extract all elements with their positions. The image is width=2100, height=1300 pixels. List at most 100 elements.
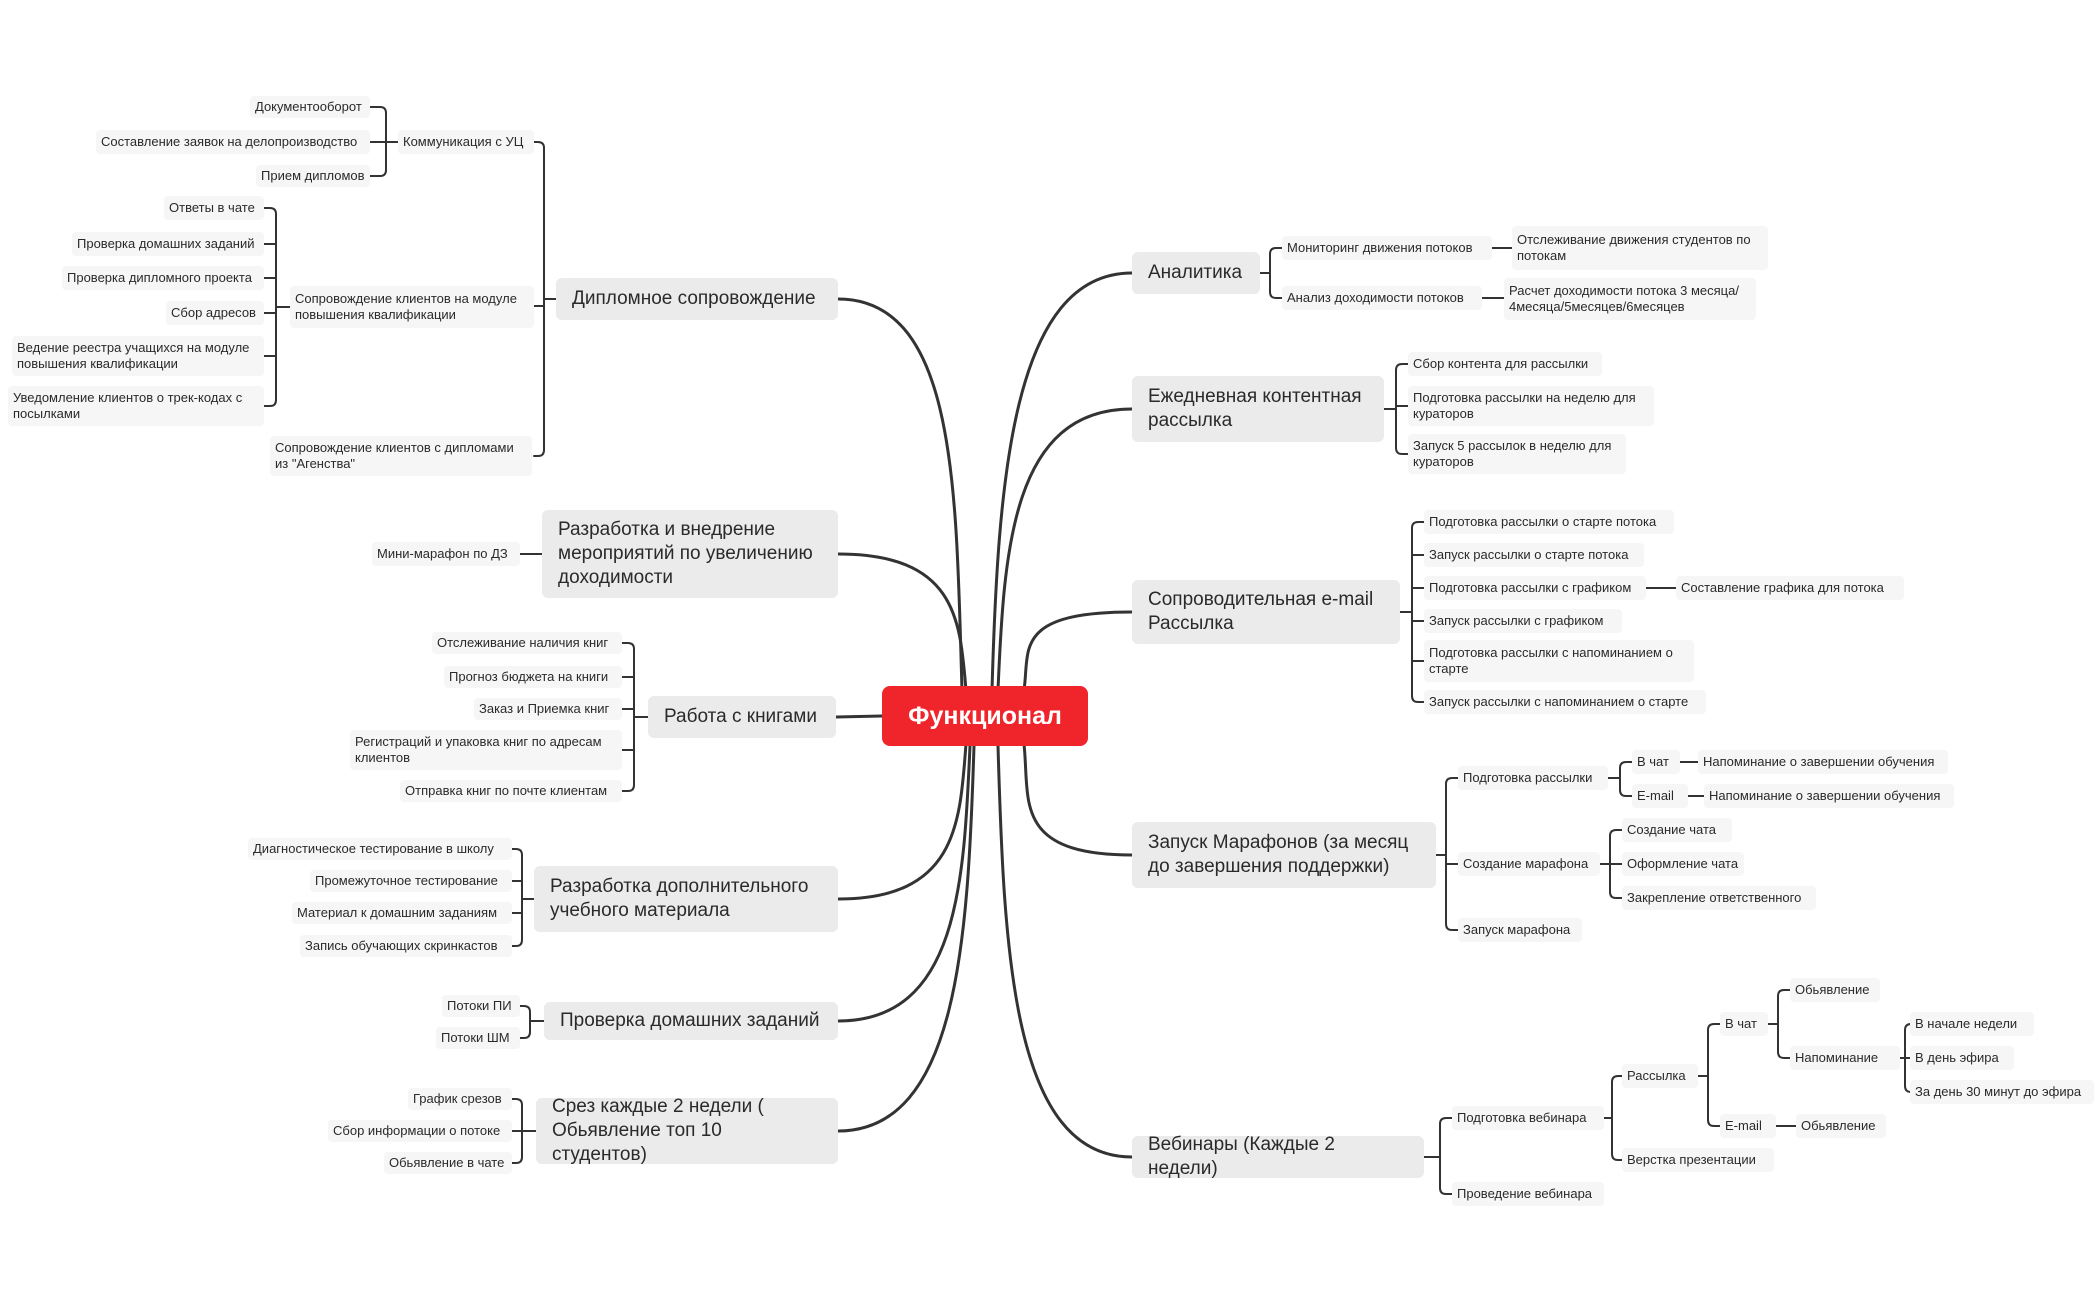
subtopic-email[interactable]: E-mail xyxy=(1632,784,1688,808)
topic-biweekly-cut[interactable]: Срез каждые 2 недели ( Обьявление топ 10… xyxy=(536,1096,838,1165)
leaf-address-collection[interactable]: Сбор адресов xyxy=(166,301,264,325)
leaf-diagnostic-testing[interactable]: Диагностическое тестирование в школу xyxy=(248,838,512,860)
leaf-homework-materials[interactable]: Материал к домашним заданиям xyxy=(292,902,512,924)
subtopic-agency-diploma-support[interactable]: Сопровождение клиентов с дипломами из "А… xyxy=(270,436,532,476)
leaf-five-mailings-launch[interactable]: Запуск 5 рассылок в неделю для кураторов xyxy=(1408,434,1626,474)
leaf-student-registry[interactable]: Ведение реестра учащихся на модуле повыш… xyxy=(12,336,264,376)
leaf-diploma-project-check[interactable]: Проверка дипломного проекта xyxy=(62,266,264,290)
topic-retention-activities[interactable]: Разработка и внедрение мероприятий по ув… xyxy=(542,510,838,598)
leaf-stream-info[interactable]: Сбор информации о потоке xyxy=(328,1120,512,1142)
connector-root-left xyxy=(834,714,884,719)
bracket-webinar-mailing xyxy=(1707,1023,1721,1031)
subtopic-webinar-to-chat[interactable]: В чат xyxy=(1720,1012,1768,1036)
leaf-chat-answers[interactable]: Ответы в чате xyxy=(164,196,264,220)
bracket-webinar-prep xyxy=(1611,1075,1623,1083)
leaf-track-code-notify[interactable]: Уведомление клиентов о трек-кодах с посы… xyxy=(8,386,264,426)
bracket-mailing-prep xyxy=(1619,761,1633,769)
leaf-intermediate-testing[interactable]: Промежуточное тестирование xyxy=(310,870,512,892)
leaf-start-mailing-prep[interactable]: Подготовка рассылки о старте потока xyxy=(1424,510,1674,534)
bracket-email xyxy=(1411,521,1425,529)
bracket-marathons xyxy=(1445,923,1459,931)
connector-root-right xyxy=(996,744,1134,1159)
connector-root-left xyxy=(836,297,964,692)
leaf-broadcast-day[interactable]: В день эфира xyxy=(1910,1046,2014,1070)
subtopic-marathon-creation[interactable]: Создание марафона xyxy=(1458,852,1600,876)
subtopic-qualification-module-support[interactable]: Сопровождение клиентов на модуле повышен… xyxy=(290,286,534,328)
bracket-webinar-chat xyxy=(1777,1051,1791,1059)
bracket-marathon-creation xyxy=(1609,891,1623,899)
bracket-materials xyxy=(511,939,523,947)
topic-analytics[interactable]: Аналитика xyxy=(1132,252,1260,294)
leaf-webinar-chat-announcement[interactable]: Обьявление xyxy=(1790,978,1880,1002)
bracket-webinars xyxy=(1439,1117,1453,1125)
bracket-cut xyxy=(511,1098,523,1106)
bracket-communication xyxy=(369,106,387,114)
subtopic-webinar-reminder[interactable]: Напоминание xyxy=(1790,1046,1900,1070)
bracket-analytics xyxy=(1269,291,1283,299)
subtopic-schedule-mailing-prep[interactable]: Подготовка рассылки с графиком xyxy=(1424,576,1646,600)
leaf-schedule-mailing-launch[interactable]: Запуск рассылки с графиком xyxy=(1424,609,1622,633)
leaf-book-shipping[interactable]: Отправка книг по почте клиентам xyxy=(400,780,622,802)
leaf-chat-design[interactable]: Оформление чата xyxy=(1622,852,1744,876)
topic-diploma-support[interactable]: Дипломное сопровождение xyxy=(556,278,838,320)
leaf-presentation-layout[interactable]: Верстка презентации xyxy=(1622,1148,1774,1172)
connector-root-left xyxy=(836,744,972,1023)
leaf-webinar-conduct[interactable]: Проведение вебинара xyxy=(1452,1182,1604,1206)
topic-marathons[interactable]: Запуск Марафонов (за месяц до завершения… xyxy=(1132,822,1436,888)
leaf-homework-check[interactable]: Проверка домашних заданий xyxy=(72,232,264,256)
bracket-qualification xyxy=(263,399,277,407)
connector-root-right xyxy=(1022,742,1134,857)
topic-email-mailing[interactable]: Сопроводительная e-mail Рассылка xyxy=(1132,580,1400,644)
leaf-chat-completion-reminder[interactable]: Напоминание о завершении обучения xyxy=(1698,750,1948,774)
leaf-email-completion-reminder[interactable]: Напоминание о завершении обучения xyxy=(1704,784,1954,808)
bracket-daily xyxy=(1395,447,1409,455)
leaf-cut-schedule[interactable]: График срезов xyxy=(408,1088,512,1110)
leaf-streams-shm[interactable]: Потоки ШМ xyxy=(436,1027,520,1049)
connector-root-right xyxy=(996,407,1134,692)
bracket-webinar-prep xyxy=(1611,1153,1623,1161)
leaf-book-budget[interactable]: Прогноз бюджета на книги xyxy=(444,666,622,688)
leaf-chat-creation[interactable]: Создание чата xyxy=(1622,818,1732,842)
leaf-reminder-mailing-launch[interactable]: Запуск рассылки с напоминанием о старте xyxy=(1424,690,1706,714)
topic-extra-materials[interactable]: Разработка дополнительного учебного мате… xyxy=(534,866,838,932)
leaf-student-tracking[interactable]: Отслеживание движения студентов по поток… xyxy=(1512,226,1768,270)
topic-daily-content-mailing[interactable]: Ежедневная контентная рассылка xyxy=(1132,376,1384,442)
leaf-chat-announcement[interactable]: Обьявление в чате xyxy=(384,1152,512,1174)
leaf-retention-calc[interactable]: Расчет доходимости потока 3 месяца/ 4мес… xyxy=(1504,278,1756,320)
leaf-stream-schedule[interactable]: Составление графика для потока xyxy=(1676,576,1904,600)
leaf-mini-marathon[interactable]: Мини-марафон по ДЗ xyxy=(372,542,520,566)
root-node[interactable]: Функционал xyxy=(882,686,1088,746)
leaf-start-of-week[interactable]: В начале недели xyxy=(1910,1012,2034,1036)
leaf-streams-pi[interactable]: Потоки ПИ xyxy=(442,995,520,1017)
leaf-content-collection[interactable]: Сбор контента для рассылки xyxy=(1408,352,1602,376)
topic-books[interactable]: Работа с книгами xyxy=(648,696,836,738)
subtopic-webinar-email[interactable]: E-mail xyxy=(1720,1114,1776,1138)
bracket-diploma xyxy=(533,449,545,457)
leaf-weekly-mailing-prep[interactable]: Подготовка рассылки на неделю для курато… xyxy=(1408,386,1654,426)
subtopic-retention-analysis[interactable]: Анализ доходимости потоков xyxy=(1282,286,1482,310)
leaf-responsible-assignment[interactable]: Закрепление ответственного xyxy=(1622,886,1816,910)
leaf-book-order[interactable]: Заказ и Приемка книг xyxy=(474,698,622,720)
subtopic-stream-monitoring[interactable]: Мониторинг движения потоков xyxy=(1282,236,1492,260)
bracket-homework xyxy=(519,1031,531,1039)
connector-root-right xyxy=(990,271,1134,692)
leaf-screencast-recording[interactable]: Запись обучающих скринкастов xyxy=(300,935,512,957)
leaf-day-before-30min[interactable]: За день 30 минут до эфира xyxy=(1910,1080,2094,1104)
leaf-start-mailing-launch[interactable]: Запуск рассылки о старте потока xyxy=(1424,543,1644,567)
leaf-webinar-email-announcement[interactable]: Обьявление xyxy=(1796,1114,1886,1138)
subtopic-webinar-mailing[interactable]: Рассылка xyxy=(1622,1064,1698,1088)
leaf-requests-compilation[interactable]: Составление заявок на делопроизводство xyxy=(96,130,370,154)
topic-webinars[interactable]: Вебинары (Каждые 2 недели) xyxy=(1132,1134,1424,1179)
leaf-document-flow[interactable]: Документооборот xyxy=(250,96,370,118)
subtopic-mailing-prep[interactable]: Подготовка рассылки xyxy=(1458,766,1608,790)
subtopic-webinar-prep[interactable]: Подготовка вебинара xyxy=(1452,1106,1604,1130)
leaf-diploma-reception[interactable]: Прием дипломов xyxy=(256,165,370,187)
leaf-book-packaging[interactable]: Регистраций и упаковка книг по адресам к… xyxy=(350,730,622,770)
topic-homework-check[interactable]: Проверка домашних заданий xyxy=(544,1002,838,1040)
subtopic-to-chat[interactable]: В чат xyxy=(1632,750,1680,774)
leaf-marathon-launch[interactable]: Запуск марафона xyxy=(1458,918,1582,942)
leaf-book-availability[interactable]: Отслеживание наличия книг xyxy=(432,632,622,654)
leaf-reminder-mailing-prep[interactable]: Подготовка рассылки с напоминанием о ста… xyxy=(1424,640,1694,682)
subtopic-communication-uc[interactable]: Коммуникация с УЦ xyxy=(398,130,534,154)
